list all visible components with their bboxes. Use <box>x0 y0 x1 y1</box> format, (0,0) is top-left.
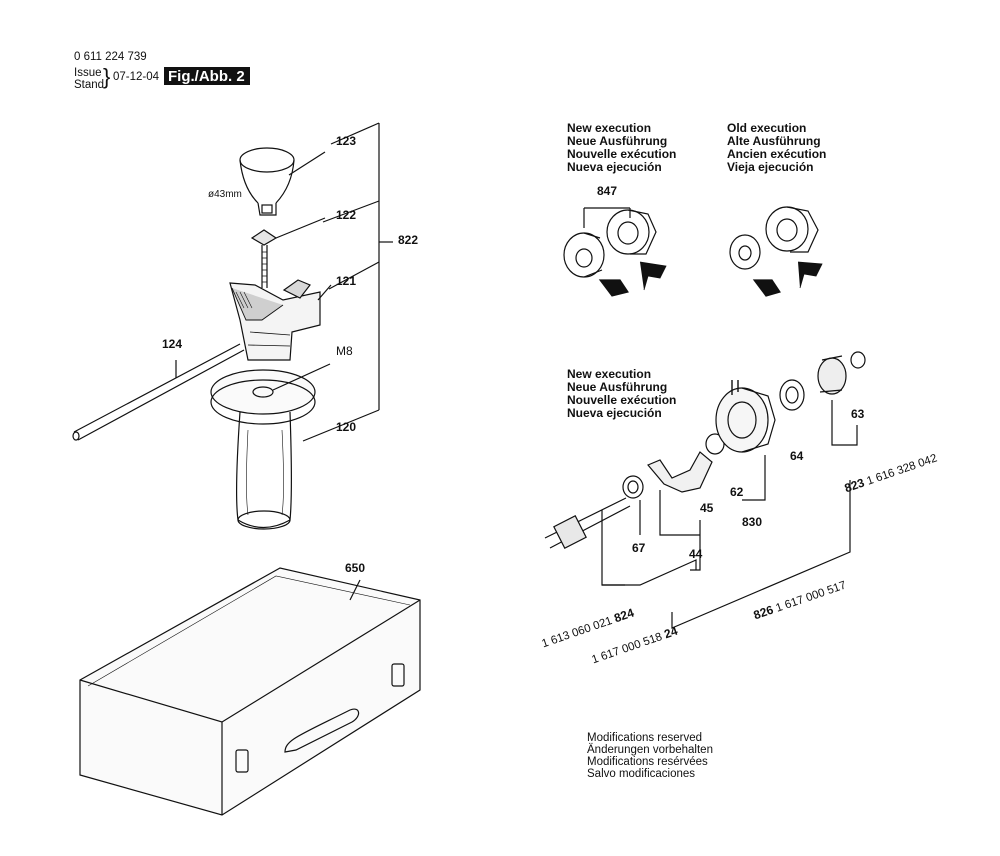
document-number: 0 611 224 739 <box>74 51 147 63</box>
bearing-old <box>729 206 823 297</box>
side-handle-120 <box>210 363 331 530</box>
diameter-label: ø43mm <box>208 189 242 200</box>
label-44: 44 <box>689 547 703 561</box>
label-830: 830 <box>742 515 763 529</box>
clamp-ring-123 <box>239 147 326 216</box>
issue-label: Issue <box>74 67 102 79</box>
label-650: 650 <box>345 561 366 575</box>
label-122: 122 <box>336 208 357 222</box>
issue-date: 07-12-04 <box>113 71 160 83</box>
label-124: 124 <box>162 337 183 351</box>
bracket-822 <box>302 122 393 442</box>
label-63: 63 <box>851 407 865 421</box>
label-822: 822 <box>398 233 419 247</box>
label-123: 123 <box>336 134 357 148</box>
bolt-122 <box>250 217 326 288</box>
new-execution-top: New execution Neue Ausführung Nouvelle e… <box>567 121 677 174</box>
gear-assembly <box>544 351 866 629</box>
label-120: 120 <box>336 420 357 434</box>
label-847: 847 <box>597 184 618 198</box>
label-64: 64 <box>790 449 804 463</box>
stand-label: Stand <box>74 79 105 91</box>
new-execution-mid: New execution Neue Ausführung Nouvelle e… <box>567 367 677 420</box>
label-45: 45 <box>700 501 714 515</box>
bearing-847-new <box>563 207 667 297</box>
modifications-note: Modifications reserved Änderungen vorbeh… <box>587 732 713 780</box>
label-m8: M8 <box>336 344 353 358</box>
label-121: 121 <box>336 274 357 288</box>
label-62: 62 <box>730 485 744 499</box>
label-67: 67 <box>632 541 646 555</box>
depth-rod-124 <box>72 343 245 441</box>
figure-label: Fig./Abb. 2 <box>164 67 250 85</box>
brace: } <box>103 64 111 89</box>
old-execution: Old execution Alte Ausführung Ancien exé… <box>727 121 827 174</box>
carrying-case-650 <box>79 567 421 816</box>
handle-holder-121 <box>229 279 332 361</box>
